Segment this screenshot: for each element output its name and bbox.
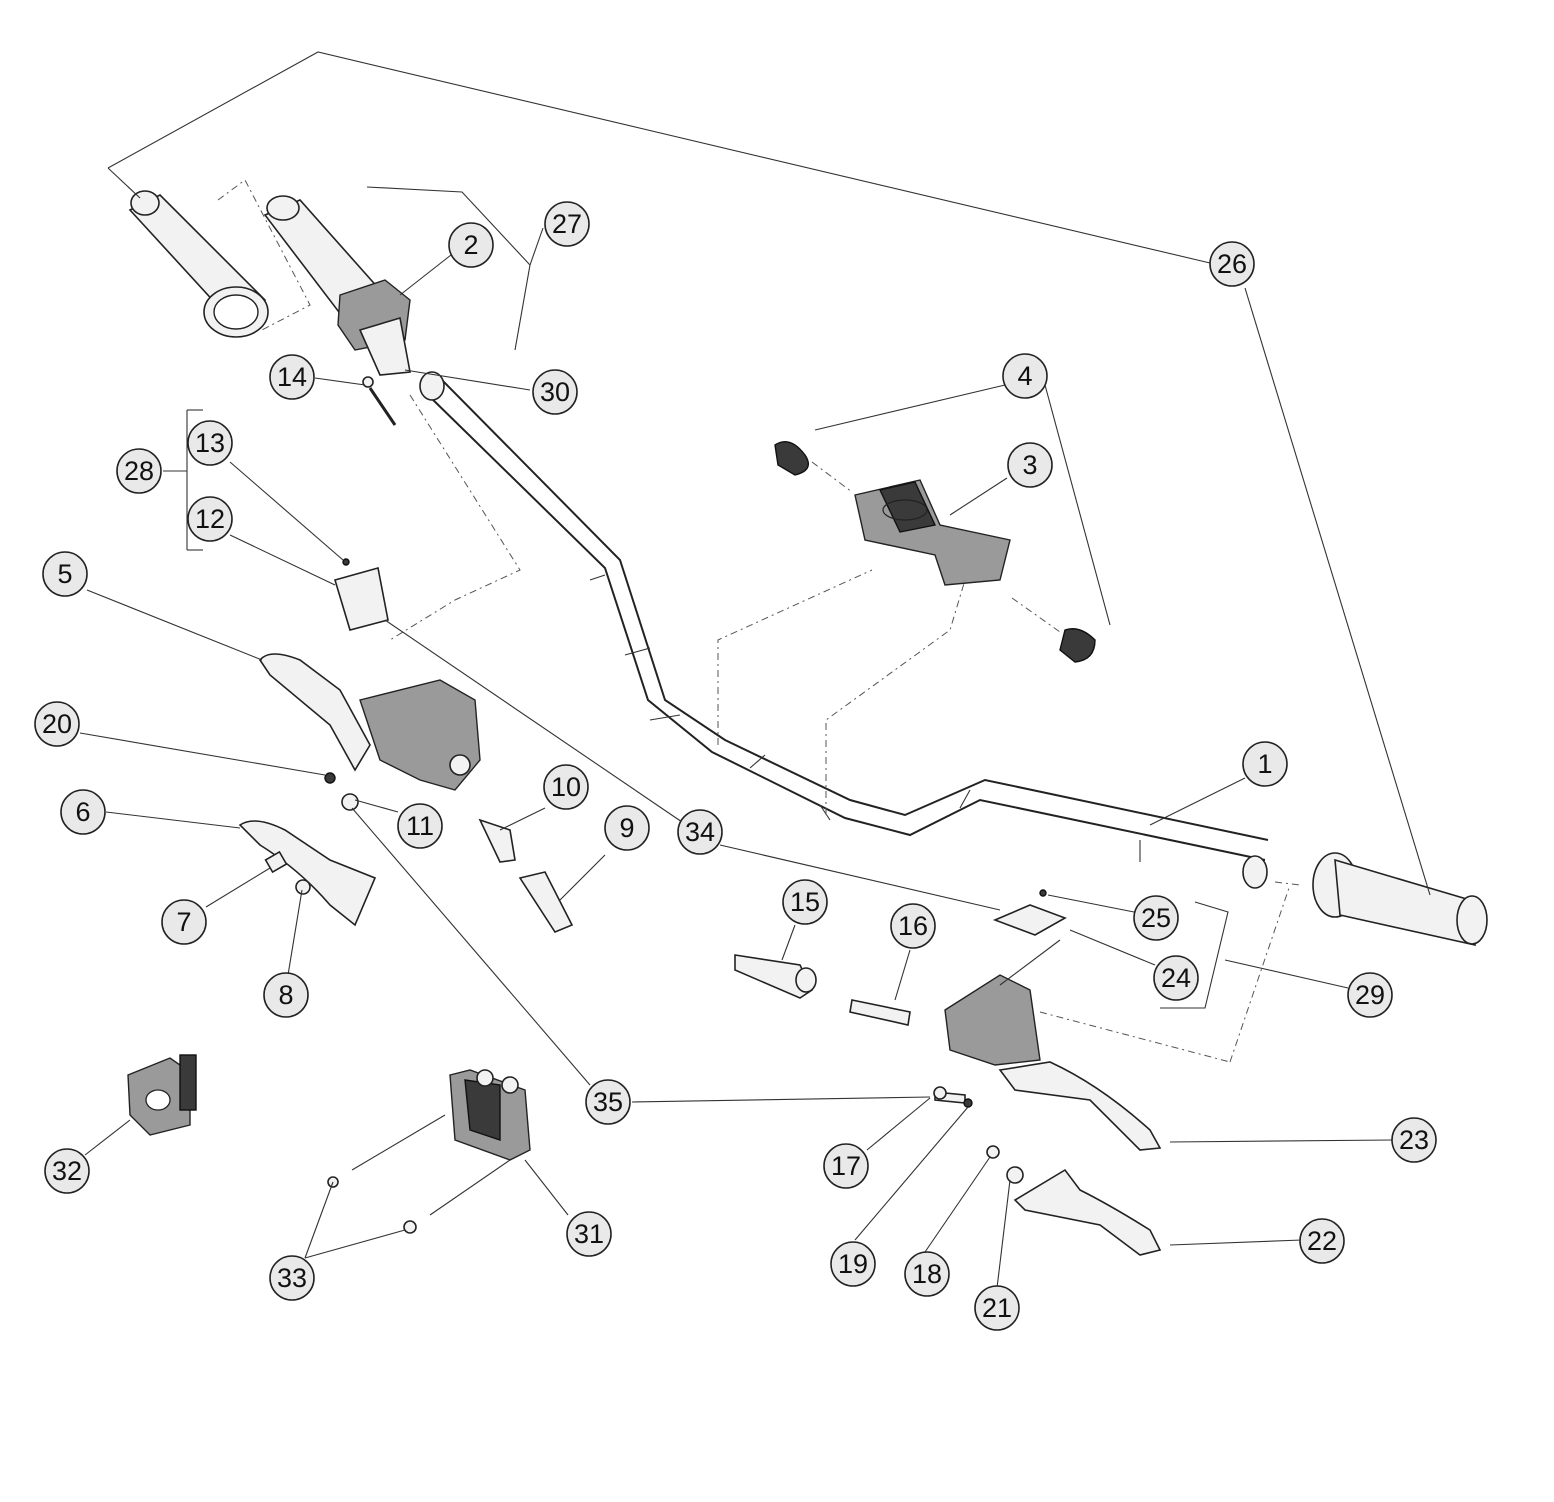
svg-text:32: 32 [52,1156,82,1186]
throttle-grip [263,195,411,376]
svg-text:35: 35 [593,1087,623,1117]
left-grip [128,190,269,338]
svg-text:14: 14 [277,362,307,392]
callout-19: 19 [830,1241,876,1287]
leader-lines [79,51,1431,1289]
svg-text:31: 31 [574,1219,604,1249]
callout-5: 5 [42,551,88,597]
svg-text:6: 6 [75,797,90,827]
right-lever [986,1145,1162,1256]
callout-14: 14 [269,354,315,400]
callout-11: 11 [397,803,443,849]
svg-text:10: 10 [551,772,581,802]
right-piston-spring-rod [734,954,973,1108]
callout-6: 6 [60,789,106,835]
callout-31: 31 [566,1211,612,1257]
callout-26: 26 [1209,241,1255,287]
svg-text:21: 21 [982,1293,1012,1323]
svg-text:15: 15 [790,887,820,917]
callout-35: 35 [585,1079,631,1125]
cable-strap-top [774,441,809,476]
callout-10: 10 [543,764,589,810]
callout-2: 2 [448,222,494,268]
left-lever-assembly [259,653,481,791]
callout-24: 24 [1153,955,1199,1001]
callout-4: 4 [1002,353,1048,399]
svg-text:12: 12 [195,504,225,534]
svg-text:2: 2 [463,230,478,260]
svg-text:5: 5 [57,559,72,589]
callout-17: 17 [823,1143,869,1189]
svg-text:11: 11 [406,811,434,841]
svg-text:30: 30 [540,377,570,407]
svg-text:1: 1 [1257,749,1272,779]
callout-1: 1 [1242,741,1288,787]
callout-28: 28 [116,448,162,494]
callout-32: 32 [44,1148,90,1194]
svg-text:3: 3 [1022,450,1037,480]
callout-29: 29 [1347,972,1393,1018]
svg-text:17: 17 [831,1151,861,1181]
callout-3: 3 [1007,442,1053,488]
callout-9: 9 [604,805,650,851]
svg-text:23: 23 [1399,1125,1429,1155]
callout-16: 16 [890,903,936,949]
left-piston-spring-rod [324,376,574,933]
right-master-cylinder [944,974,1162,1151]
right-clamp-cover [992,889,1067,936]
svg-text:27: 27 [552,209,582,239]
svg-text:24: 24 [1161,963,1191,993]
svg-text:13: 13 [195,428,225,458]
assembly-lines [217,179,1301,1063]
svg-text:33: 33 [277,1263,307,1293]
callout-25: 25 [1133,895,1179,941]
callout-21: 21 [974,1285,1020,1331]
svg-text:20: 20 [42,709,72,739]
left-clamp-cover [333,558,389,631]
switch-housing [449,1069,531,1161]
svg-text:34: 34 [685,817,715,847]
handlebar-clamp [854,479,1011,586]
svg-text:29: 29 [1355,980,1385,1010]
svg-text:22: 22 [1307,1226,1337,1256]
right-grip [1312,852,1488,947]
svg-text:26: 26 [1217,249,1247,279]
callout-30: 30 [532,369,578,415]
svg-text:8: 8 [278,980,293,1010]
svg-text:9: 9 [619,813,634,843]
left-lever [238,820,377,927]
svg-text:4: 4 [1017,361,1032,391]
cable-strap-bottom [1059,628,1096,663]
callout-13: 13 [187,420,233,466]
svg-text:7: 7 [176,907,191,937]
kill-switch [127,1054,197,1136]
svg-text:28: 28 [124,456,154,486]
callout-22: 22 [1299,1218,1345,1264]
callout-8: 8 [263,972,309,1018]
callout-18: 18 [904,1251,950,1297]
svg-text:25: 25 [1141,903,1171,933]
callout-7: 7 [161,899,207,945]
callout-27: 27 [544,201,590,247]
callout-12: 12 [187,496,233,542]
callout-20: 20 [34,701,80,747]
svg-text:19: 19 [838,1249,868,1279]
callout-34: 34 [677,809,723,855]
svg-text:16: 16 [898,911,928,941]
callout-15: 15 [782,879,828,925]
callout-33: 33 [269,1255,315,1301]
svg-text:18: 18 [912,1259,942,1289]
callout-23: 23 [1391,1117,1437,1163]
handlebar [419,371,1269,889]
